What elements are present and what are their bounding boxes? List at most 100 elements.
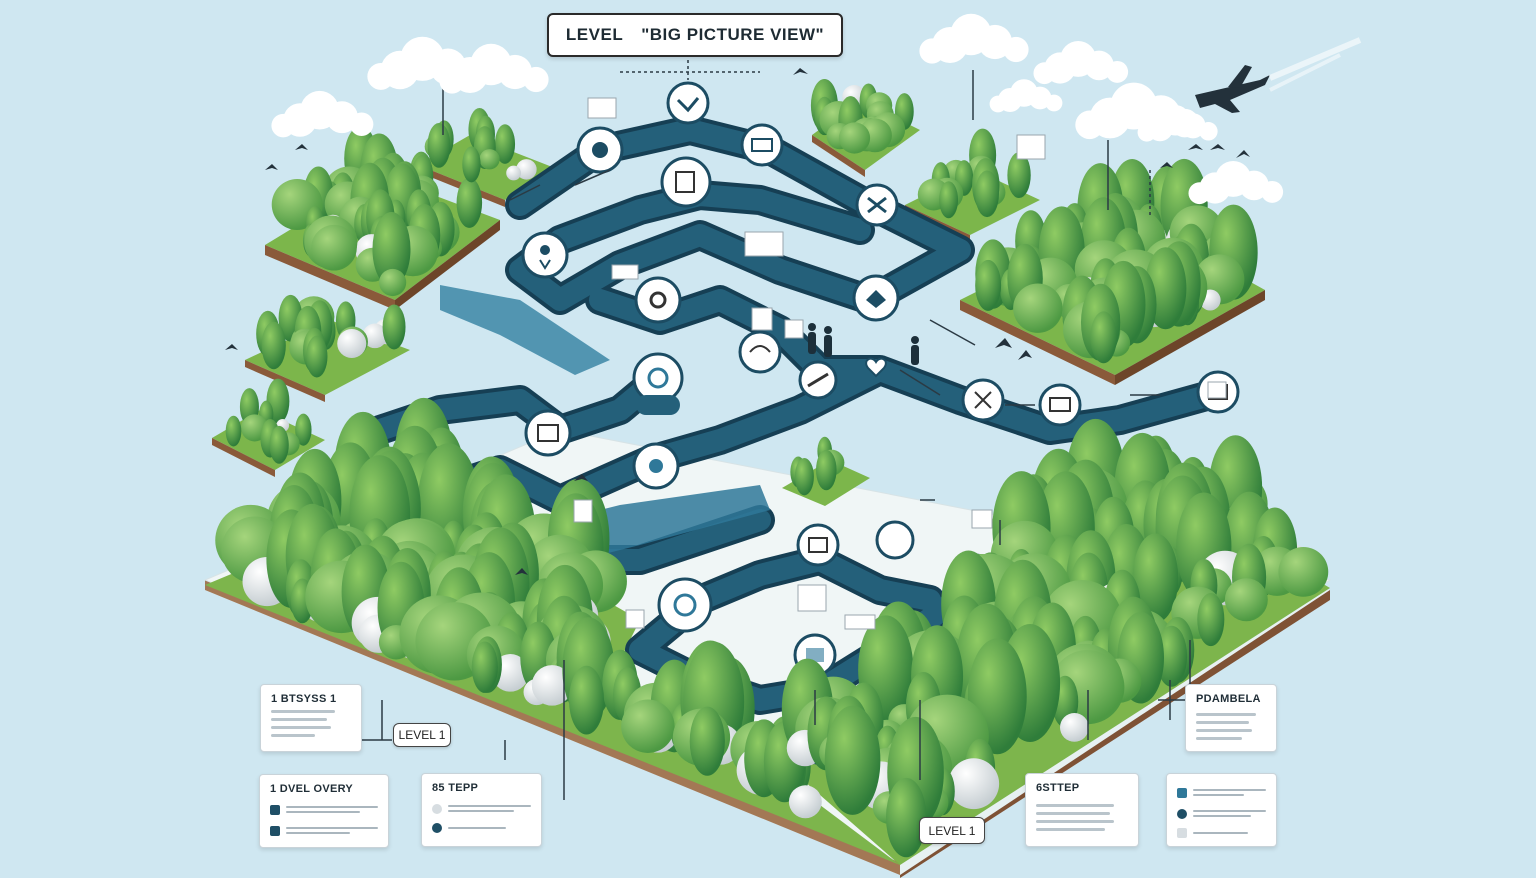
info-card-center-left: 85 TEPP [421, 773, 542, 847]
cloud-puff [271, 113, 295, 138]
tree-icon [337, 328, 367, 359]
tree-icon [815, 449, 837, 491]
tree-icon [794, 458, 814, 496]
tree-icon [516, 159, 537, 180]
trees [215, 78, 1329, 858]
bird-icon [225, 68, 1250, 575]
path-node-icon [798, 360, 838, 400]
cloud-icon [271, 13, 1284, 205]
card-heading: 1 BTSYSS 1 [271, 693, 337, 705]
path-node-icon [961, 378, 1005, 422]
cloud-puff [1106, 60, 1129, 83]
tree-icon [975, 170, 999, 218]
cloud-puff [989, 95, 1007, 113]
tree-icon [269, 425, 289, 464]
arrow-icon [1177, 787, 1187, 798]
tree-icon [1197, 592, 1225, 647]
cloud-puff [1199, 122, 1218, 141]
card-heading: 85 TEPP [432, 782, 479, 794]
cloud-puff [1261, 180, 1284, 203]
tree-icon [456, 177, 483, 228]
path-node-icon [632, 442, 680, 490]
path-node-icon [657, 577, 713, 633]
cloud-puff [1003, 36, 1029, 63]
tree-icon [1278, 546, 1329, 597]
heart-icon [865, 357, 887, 378]
tree-icon [939, 181, 959, 219]
tree-icon [506, 165, 522, 181]
tree-icon [1224, 578, 1268, 622]
info-card-left-bottom: 1 DVEL OVERY [259, 774, 389, 848]
path-node-icon [666, 81, 710, 125]
level-badge-label: LEVEL 1 [398, 728, 446, 742]
cloud-puff [1137, 123, 1157, 142]
tree-icon [494, 124, 516, 164]
tree-icon [225, 415, 242, 447]
info-card-center-right: 6STTEP [1025, 773, 1139, 847]
tree-icon [1059, 712, 1089, 742]
card-heading: 1 DVEL OVERY [270, 783, 354, 795]
tree-icon [362, 323, 388, 349]
page-title: LEVEL "BIG PICTURE VIEW" [547, 13, 843, 57]
small-signboards [573, 97, 1227, 630]
circle-icon [1177, 808, 1187, 819]
path-node-icon [632, 352, 684, 415]
square-icon [1177, 828, 1187, 838]
tree-icon [471, 641, 498, 693]
title-view-label: "BIG PICTURE VIEW" [641, 25, 825, 44]
path-node-icon [738, 330, 782, 374]
path-node-icon [855, 183, 899, 227]
cloud-puff [523, 66, 549, 93]
tree-icon [372, 211, 411, 287]
tree-icon [975, 259, 1002, 311]
tree-icon [427, 122, 451, 168]
tree-icon [824, 705, 881, 815]
tree-icon [885, 777, 927, 858]
connector-lines [360, 60, 1191, 800]
tree-icon [382, 304, 406, 350]
cloud-puff [1045, 94, 1063, 112]
circle-icon [432, 823, 442, 833]
tree-icon [295, 413, 312, 446]
cloud-puff [367, 62, 395, 90]
airplane-icon [1195, 37, 1362, 113]
tree-icon [1132, 533, 1179, 623]
path-node-icon [634, 276, 682, 324]
tree-icon [948, 758, 1000, 810]
person-icon [808, 323, 919, 365]
tree-icon [479, 149, 500, 170]
tree-icon [1013, 283, 1063, 333]
square-icon [270, 804, 280, 815]
tree-icon [261, 321, 286, 370]
tree-icon [838, 122, 871, 154]
level-badge-right: LEVEL 1 [919, 817, 985, 844]
square-icon [270, 825, 280, 836]
info-card-right-top: PDAMBELA [1185, 684, 1277, 752]
tree-icon [306, 335, 328, 378]
level-badge-left: LEVEL 1 [393, 723, 451, 747]
path-node-icon [1038, 383, 1082, 427]
tree-icon [531, 665, 573, 706]
tree-icon [1090, 311, 1117, 364]
cloud-puff [1075, 110, 1104, 140]
path-node-icon [524, 409, 572, 457]
cloud-puff [439, 68, 465, 94]
tree-icon [379, 268, 407, 297]
tree-icon [462, 146, 481, 183]
cloud-puff [1188, 182, 1211, 205]
path-node-icon [740, 123, 784, 167]
path-node-icon [875, 520, 915, 560]
path-node-icon [576, 126, 624, 174]
tree-icon [788, 785, 822, 819]
card-heading: PDAMBELA [1196, 693, 1261, 705]
tree-icon [621, 699, 675, 753]
tree-icon [689, 706, 725, 776]
cloud-puff [919, 38, 945, 64]
circle-icon [432, 803, 442, 814]
tree-icon [311, 224, 357, 271]
card-heading: 6STTEP [1036, 782, 1080, 794]
tree-icon [1156, 625, 1188, 687]
tree-icon [1007, 152, 1031, 199]
path-node-icon [852, 274, 900, 322]
